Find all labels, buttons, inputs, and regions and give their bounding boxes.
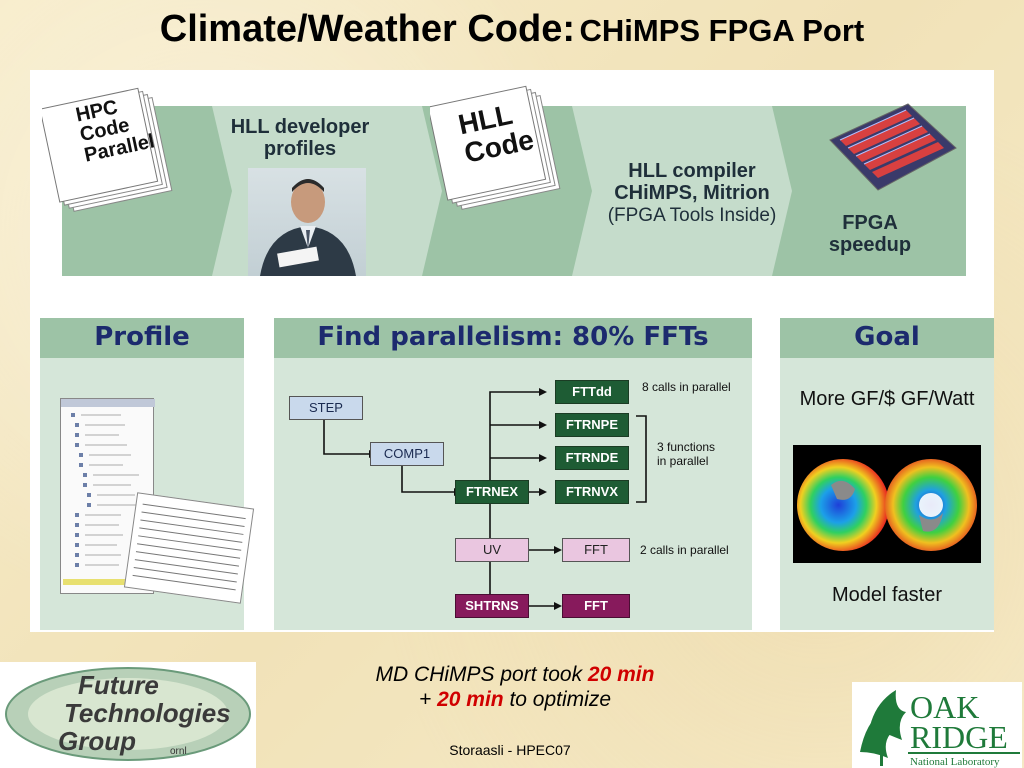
node-uv: UV [455, 538, 529, 562]
compiler-line2: CHiMPS, Mitrion [614, 182, 770, 205]
profile-title: Profile [94, 322, 190, 352]
note-2-calls: 2 calls in parallel [640, 543, 729, 557]
ornl-logo-oak: OAK [910, 689, 979, 725]
profile-table-screenshot [123, 492, 255, 604]
node-comp1: COMP1 [370, 442, 444, 466]
title-main: Climate/Weather Code: [159, 8, 576, 50]
ftg-logo-line2: Technologies [64, 698, 231, 728]
note-3-functions-line1: 3 functions [657, 440, 716, 454]
oak-ridge-logo: OAK RIDGE National Laboratory [852, 682, 1022, 768]
footer-line2-plus: + [418, 688, 438, 712]
footer-line2-time: 20 min [437, 688, 504, 712]
developer-line1: HLL developer [230, 116, 370, 138]
future-technologies-group-logo: Future Technologies Group ornl [0, 662, 256, 768]
paper-stack-icon [39, 87, 173, 212]
goal-title: Goal [854, 322, 920, 352]
fpga-chip-icon [820, 100, 960, 195]
ftg-logo-ornl: ornl [170, 746, 187, 757]
fpga-line1: FPGA [842, 212, 898, 234]
parallelism-title: Find parallelism: 80% FFTs [317, 322, 709, 352]
ftg-logo-line3: Group [58, 726, 136, 756]
goal-efficiency: More GF/$ GF/Watt [799, 388, 975, 410]
node-fttdd: FTTdd [555, 380, 629, 404]
node-ftrnpe: FTRNPE [555, 413, 629, 437]
ornl-logo-ridge: RIDGE [910, 719, 1008, 755]
footer-note: MD CHiMPS port took 20 min + 20 min to o… [300, 662, 730, 712]
hpc-code-document: HPC Code Parallel [39, 84, 192, 214]
developer-label: HLL developer profiles [205, 116, 395, 161]
author-credit: Storaasli - HPEC07 [449, 742, 571, 758]
ornl-logo-lab: National Laboratory [910, 756, 1000, 768]
call-graph-connectors [323, 388, 647, 610]
node-shtrns: SHTRNS [455, 594, 529, 618]
node-ftrnex: FTRNEX [455, 480, 529, 504]
fpga-speedup-label: FPGA speedup [800, 212, 940, 257]
title-sub: CHiMPS FPGA Port [579, 13, 865, 48]
ftg-logo-line1: Future [78, 670, 159, 700]
parallelism-header: Find parallelism: 80% FFTs [274, 318, 752, 358]
node-fft-shtrns: FFT [562, 594, 630, 618]
note-3-functions: 3 functions in parallel [657, 440, 752, 469]
fpga-line2: speedup [828, 234, 912, 257]
developer-line2: profiles [263, 138, 337, 161]
node-fft-uv: FFT [562, 538, 630, 562]
note-8-calls: 8 calls in parallel [642, 380, 731, 394]
compiler-line3: (FPGA Tools Inside) [607, 204, 777, 226]
node-ftrnde: FTRNDE [555, 446, 629, 470]
oak-leaf-icon [860, 690, 906, 766]
developer-photo [248, 168, 366, 276]
note-3-functions-line2: in parallel [657, 454, 709, 469]
goal-header: Goal [780, 318, 994, 358]
footer-line2: + 20 min to optimize [300, 687, 730, 712]
profile-header: Profile [40, 318, 244, 358]
compiler-label: HLL compiler CHiMPS, Mitrion (FPGA Tools… [592, 160, 792, 226]
goal-model-faster: Model faster [831, 584, 943, 606]
footer-line1: MD CHiMPS port took 20 min [300, 662, 730, 687]
footer-line2-text: to optimize [503, 688, 612, 712]
hll-code-document: HLL Code [427, 82, 580, 212]
node-step: STEP [289, 396, 363, 420]
node-ftrnvx: FTRNVX [555, 480, 629, 504]
footer-line1-time: 20 min [587, 663, 655, 686]
slide-title: Climate/Weather Code: CHiMPS FPGA Port [0, 8, 1024, 51]
paper-stack-icon [427, 85, 561, 210]
footer-line1-text: MD CHiMPS port took [375, 663, 588, 686]
compiler-line1: HLL compiler [628, 160, 756, 182]
globe-map-icon [793, 445, 981, 563]
